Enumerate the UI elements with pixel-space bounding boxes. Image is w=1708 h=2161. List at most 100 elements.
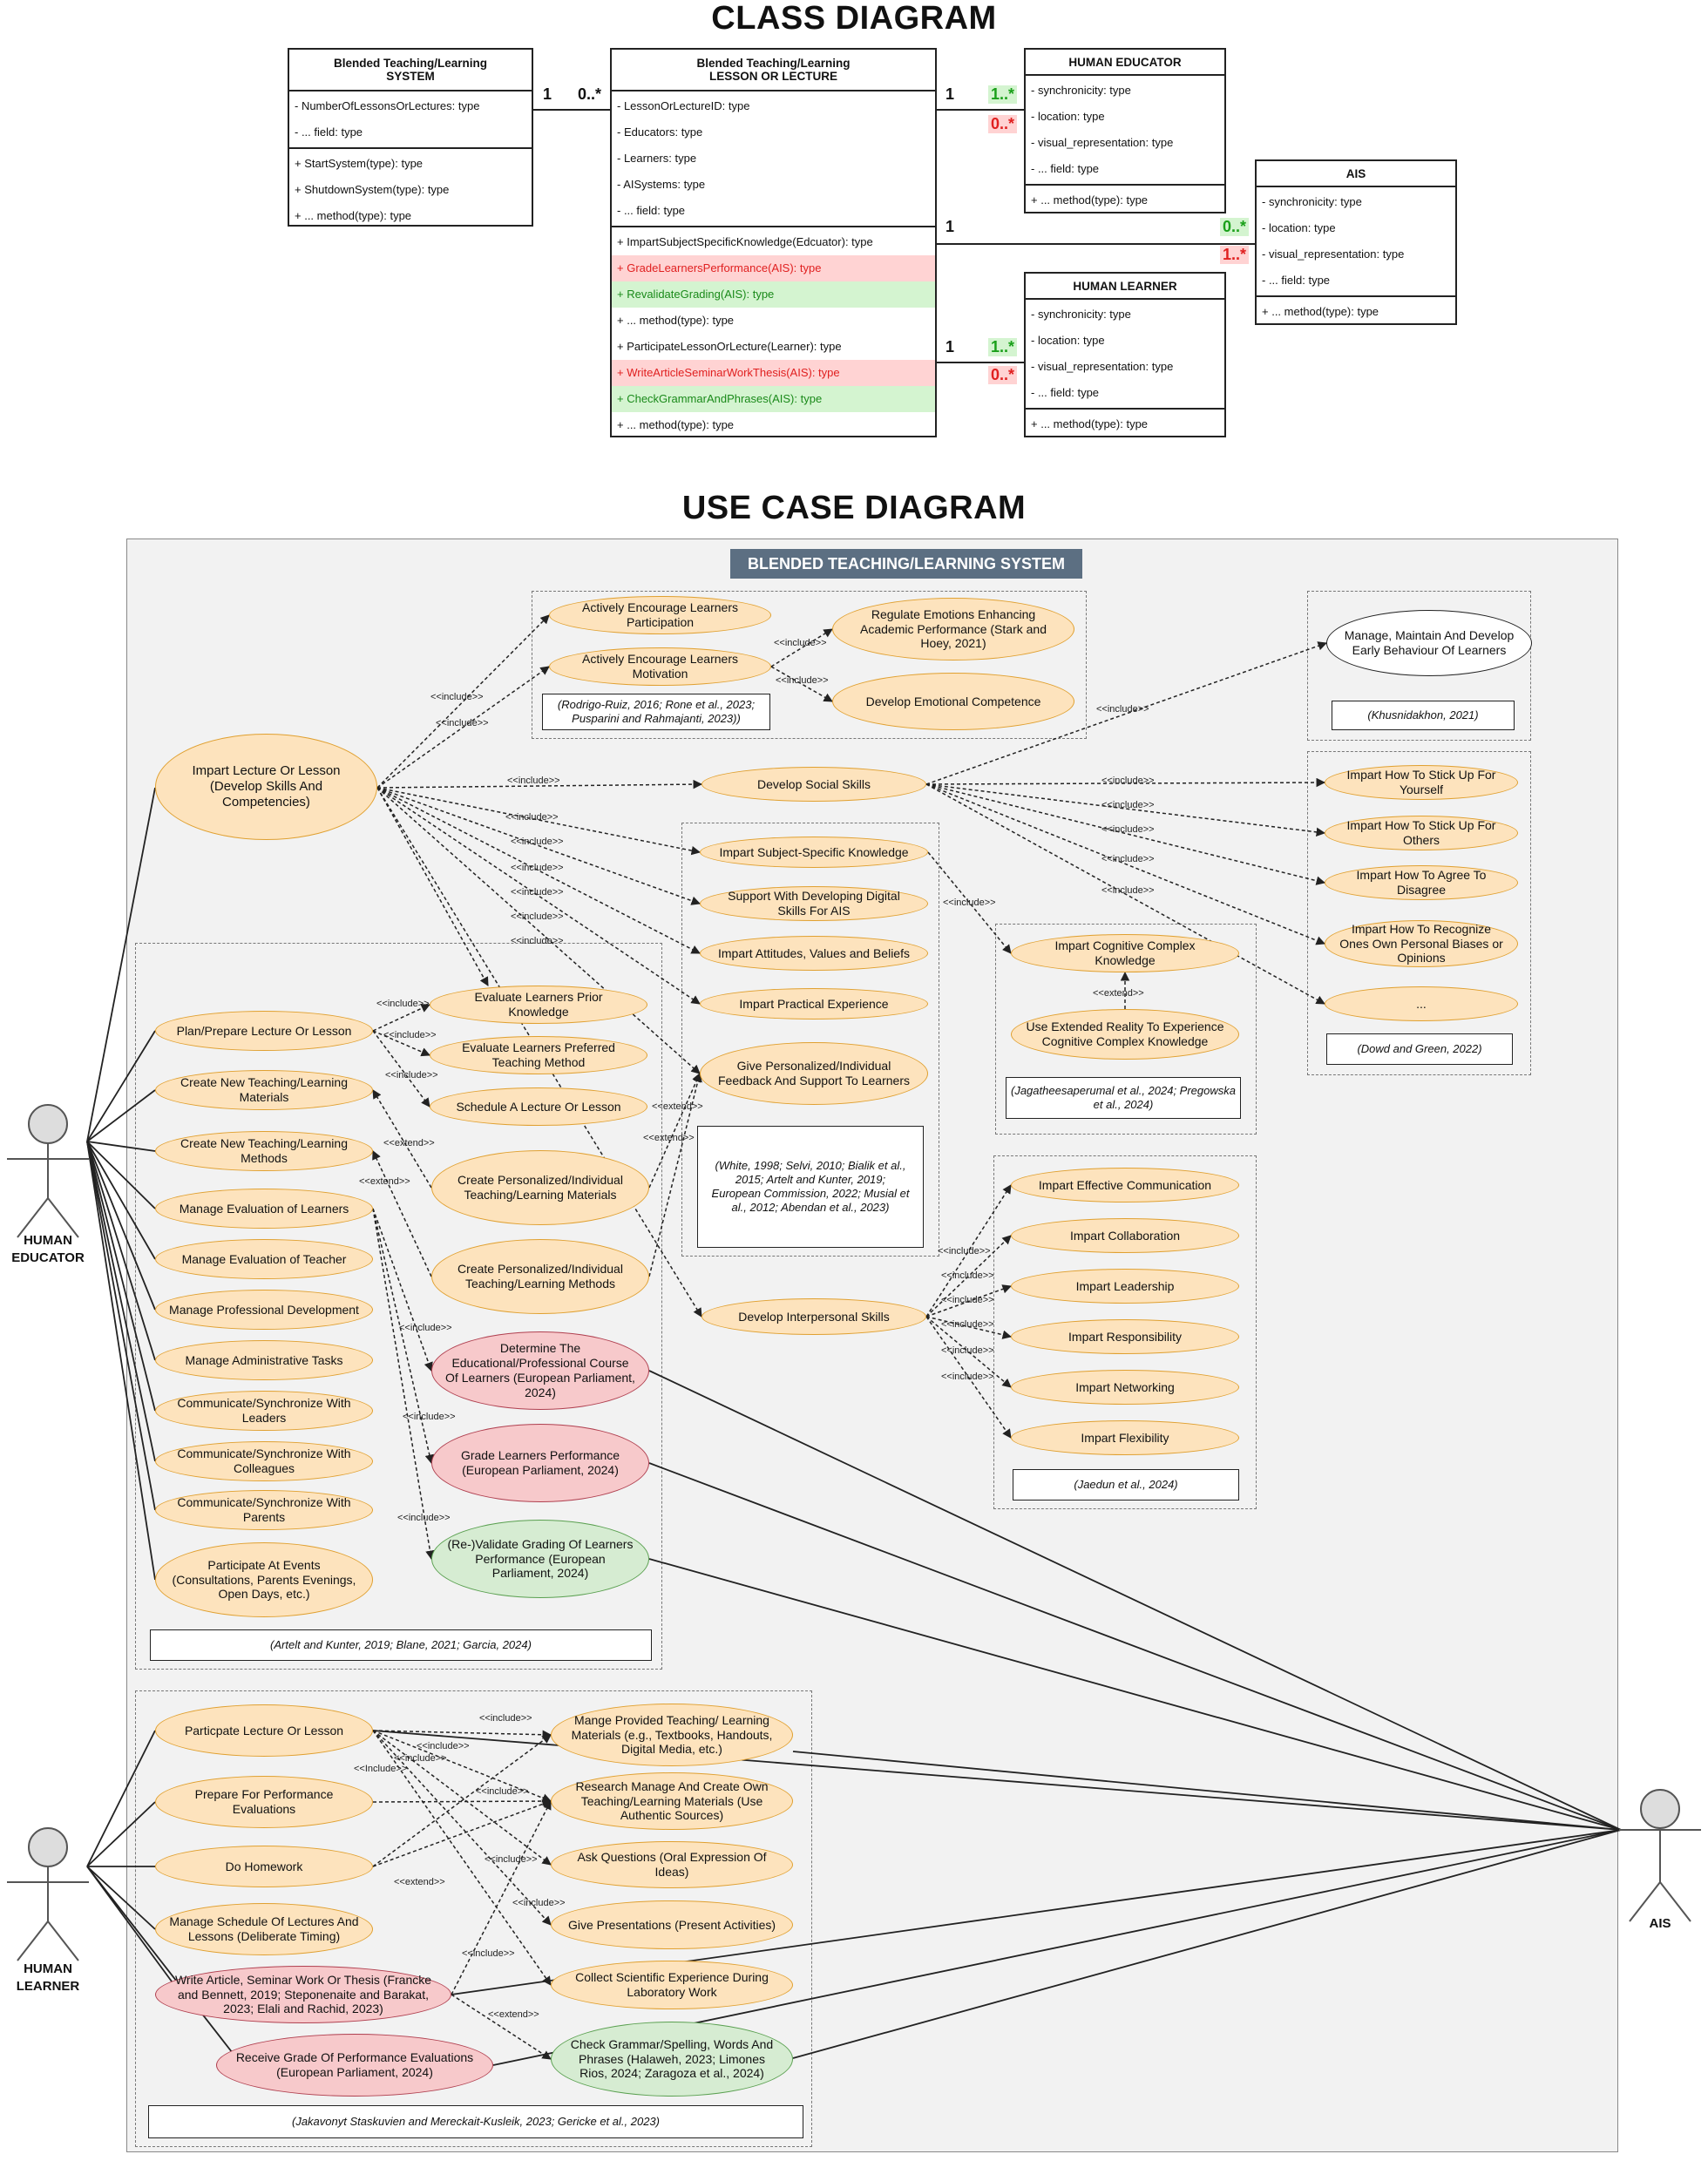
educator-association bbox=[86, 1141, 156, 1412]
lesson-attributes: - LessonOrLectureID: type - Educators: t… bbox=[612, 91, 935, 227]
label-include: <<include>> bbox=[941, 1345, 994, 1356]
class-ais: AIS - synchronicity: type- location: typ… bbox=[1255, 159, 1457, 325]
include-relation bbox=[372, 1734, 552, 1867]
educator-association bbox=[86, 1141, 156, 1260]
uc-leadership: Impart Leadership bbox=[1011, 1269, 1239, 1304]
mult-ais-one: 1 bbox=[946, 218, 955, 235]
educator-association bbox=[86, 787, 156, 1142]
include-relation bbox=[376, 787, 701, 1005]
mult-ais-red: 1..* bbox=[1220, 246, 1250, 264]
label-include: <<include>> bbox=[403, 1412, 456, 1422]
label-include: <<include>> bbox=[485, 1854, 538, 1865]
uc-new-methods: Create New Teaching/Learning Methods bbox=[155, 1131, 373, 1171]
uc-stick-up-yourself: Impart How To Stick Up For Yourself bbox=[1325, 765, 1518, 800]
lesson-methods: + ImpartSubjectSpecificKnowledge(Edcuato… bbox=[612, 227, 935, 440]
mult-ais-green: 0..* bbox=[1220, 218, 1250, 236]
uc-comm-leaders: Communicate/Synchronize With Leaders bbox=[155, 1391, 373, 1431]
label-include: <<include>> bbox=[383, 1030, 437, 1040]
uc-flexibility: Impart Flexibility bbox=[1011, 1420, 1239, 1455]
mult-lrn-green: 1..* bbox=[988, 338, 1018, 356]
ais-actor-icon bbox=[1619, 1789, 1701, 1922]
uc-revalidate-grading: (Re-)Validate Grading Of Learners Perfor… bbox=[431, 1520, 649, 1598]
group-subject bbox=[681, 823, 939, 1257]
group-educator bbox=[135, 943, 662, 1670]
uc-responsibility: Impart Responsibility bbox=[1011, 1319, 1239, 1354]
ref-white: (White, 1998; Selvi, 2010; Bialik et al.… bbox=[697, 1126, 924, 1248]
uc-cognitive-knowledge: Impart Cognitive Complex Knowledge bbox=[1011, 934, 1239, 972]
ref-khus: (Khusnidakhon, 2021) bbox=[1332, 701, 1515, 730]
mult-sys-one: 1 bbox=[543, 85, 552, 103]
uc-comm-colleagues: Communicate/Synchronize With Colleagues bbox=[155, 1441, 373, 1481]
include-relation bbox=[376, 666, 550, 789]
educator-association bbox=[86, 1141, 156, 1462]
group-social bbox=[1307, 751, 1531, 1075]
include-relation bbox=[925, 783, 1325, 945]
uc-subject-knowledge: Impart Subject-Specific Knowledge bbox=[700, 837, 928, 868]
uc-impart-lecture: Impart Lecture Or Lesson (Develop Skills… bbox=[155, 734, 377, 840]
extend-relation bbox=[372, 1089, 432, 1189]
uc-manage-provided: Mange Provided Teaching/ Learning Materi… bbox=[551, 1704, 793, 1766]
label-extend: <<extend>> bbox=[488, 2009, 539, 2020]
uc-stick-up-others: Impart How To Stick Up For Others bbox=[1325, 816, 1518, 850]
ref-dowd: (Dowd and Green, 2022) bbox=[1326, 1033, 1513, 1065]
uc-plan-lesson: Plan/Prepare Lecture Or Lesson bbox=[155, 1011, 373, 1051]
extend-relation bbox=[451, 1994, 552, 2060]
label-include: <<include>> bbox=[462, 1948, 515, 1959]
uc-write-article: Write Article, Seminar Work Or Thesis (F… bbox=[155, 1966, 451, 2023]
uc-research-create: Research Manage And Create Own Teaching/… bbox=[551, 1772, 793, 1830]
include-relation bbox=[376, 787, 701, 905]
label-include: <<include>> bbox=[776, 675, 829, 686]
label-include: <<include>> bbox=[941, 1372, 994, 1382]
label-include: <<include>> bbox=[941, 1295, 994, 1305]
label-include: <<include>> bbox=[399, 1323, 452, 1333]
include-relation bbox=[925, 1284, 1012, 1318]
include-relation bbox=[925, 783, 1326, 885]
uc-digital-skills: Support With Developing Digital Skills F… bbox=[700, 886, 928, 921]
include-relation bbox=[372, 1730, 552, 1986]
include-relation bbox=[925, 777, 1326, 788]
uc-attitudes-values: Impart Attitudes, Values and Beliefs bbox=[700, 936, 928, 971]
include-relation bbox=[925, 1316, 1012, 1439]
group-early bbox=[1307, 591, 1531, 741]
include-relation bbox=[372, 1730, 552, 1803]
group-learner bbox=[135, 1690, 812, 2147]
label-include: <<include>> bbox=[394, 1753, 447, 1764]
uc-comm-parents: Communicate/Synchronize With Parents bbox=[155, 1490, 373, 1530]
label-include: <<include>> bbox=[1101, 800, 1155, 810]
educator-association bbox=[86, 1141, 156, 1581]
include-relation bbox=[372, 1799, 552, 1867]
label-include: <<include>> bbox=[941, 1319, 994, 1330]
label-include: <<include>> bbox=[511, 837, 564, 847]
system-title: BLENDED TEACHING/LEARNING SYSTEM bbox=[730, 549, 1082, 579]
ais-association bbox=[648, 1462, 1622, 1831]
mult-lrn-one: 1 bbox=[946, 338, 955, 356]
uc-events: Participate At Events (Consultations, Pa… bbox=[155, 1542, 373, 1617]
uc-eval-prior: Evaluate Learners Prior Knowledge bbox=[430, 986, 647, 1024]
learner-association bbox=[86, 1866, 236, 2057]
uc-encourage-motivation: Actively Encourage Learners Motivation bbox=[549, 647, 771, 686]
mult-lrn-red: 0..* bbox=[988, 366, 1018, 384]
educator-association bbox=[86, 1141, 156, 1311]
include-relation bbox=[925, 1316, 1012, 1388]
uc-networking: Impart Networking bbox=[1011, 1370, 1239, 1405]
label-extend: <<extend>> bbox=[359, 1176, 410, 1187]
label-include: <<include>> bbox=[430, 692, 484, 702]
include-relation bbox=[376, 614, 550, 789]
include-relation bbox=[927, 851, 1012, 954]
include-relation bbox=[925, 1235, 1012, 1318]
mult-edu-green: 1..* bbox=[988, 85, 1018, 104]
uc-check-grammar: Check Grammar/Spelling, Words And Phrase… bbox=[551, 2022, 793, 2097]
include-relation bbox=[925, 1184, 1012, 1318]
class-learner: HUMAN LEARNER - synchronicity: type- loc… bbox=[1024, 272, 1226, 437]
label-include: <<include>> bbox=[511, 936, 564, 946]
label-include: <<include>> bbox=[1101, 854, 1155, 864]
uc-extended-reality: Use Extended Reality To Experience Cogni… bbox=[1011, 1009, 1239, 1060]
label-include-cap: <<Include>> bbox=[354, 1764, 408, 1774]
extend-relation bbox=[372, 1150, 432, 1277]
label-extend: <<extend>> bbox=[394, 1877, 445, 1887]
label-include: <<include>> bbox=[511, 887, 564, 898]
label-include: <<include>> bbox=[943, 898, 996, 908]
